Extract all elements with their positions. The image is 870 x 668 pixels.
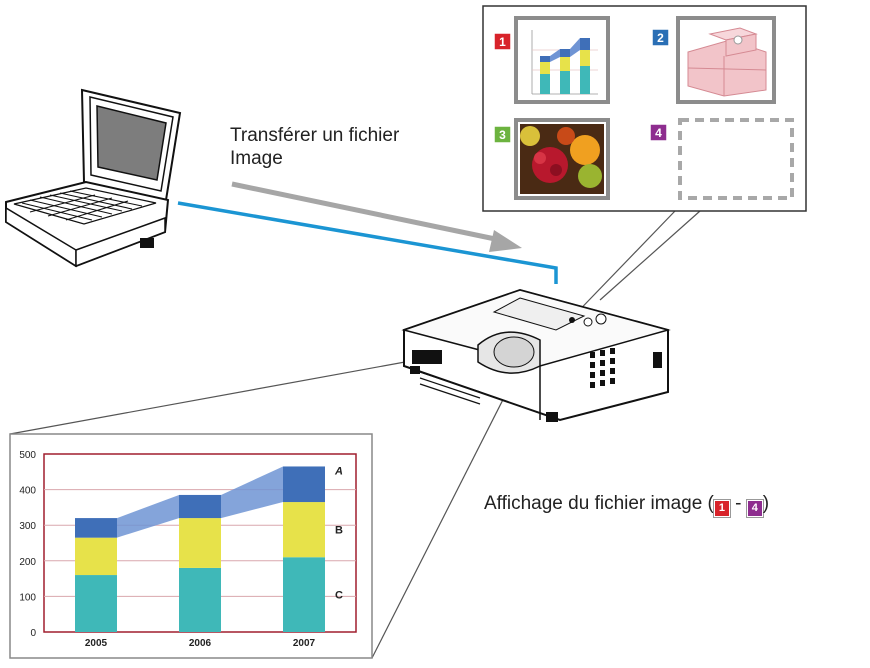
transfer-label-line1: Transférer un fichier [230, 125, 400, 146]
bar-B-2006 [179, 518, 221, 568]
projected-screen: 1 2 3 4 [482, 5, 807, 212]
bar-B-2005 [75, 537, 117, 576]
y-tick-label: 200 [19, 557, 36, 568]
display-label-separator: - [729, 493, 747, 514]
svg-text:4: 4 [655, 126, 662, 140]
bar-A-2006 [179, 494, 221, 519]
slot-3-fruit-photo-thumbnail [520, 124, 604, 194]
bar-C-2005 [75, 575, 117, 632]
bar-A-2007 [283, 466, 325, 503]
chart-series-labels: C B A [334, 465, 343, 601]
series-label-A: A [334, 465, 343, 477]
bar-C-2006 [179, 567, 221, 632]
slot-1-chart-thumbnail [531, 30, 598, 95]
transfer-arrow [231, 181, 522, 252]
transfer-label: Transférer un fichier Image [230, 124, 399, 170]
chart-callout-line [371, 369, 519, 659]
chart-y-ticks: 0 100 200 300 400 500 [19, 450, 36, 639]
laptop [5, 88, 182, 268]
chart-bars [75, 466, 325, 632]
display-badge-last: 4 [746, 500, 763, 517]
display-label: Affichage du fichier image (1 - 4) [484, 492, 769, 517]
x-tick-label: 2006 [189, 638, 212, 649]
chart-x-labels: 2005 2006 2007 [85, 638, 316, 649]
y-tick-label: 400 [19, 486, 36, 497]
slot-3-badge: 3 [493, 125, 512, 144]
series-label-B: B [335, 525, 343, 537]
slot-1-badge: 1 [493, 32, 512, 51]
chart-series-bridges [117, 466, 283, 538]
bar-C-2007 [283, 557, 325, 632]
slot-4-badge: 4 [649, 123, 668, 142]
screen-callout-line [564, 210, 676, 326]
chart-callout-line [9, 361, 406, 435]
screen-callout-line [599, 210, 701, 301]
slot-2-building-thumbnail [687, 27, 767, 97]
x-tick-label: 2005 [85, 638, 108, 649]
transfer-label-line2: Image [230, 148, 283, 169]
bar-B-2007 [283, 502, 325, 558]
bar-A-2005 [75, 518, 117, 538]
y-tick-label: 100 [19, 592, 36, 603]
projector [401, 288, 671, 422]
series-bridge [117, 494, 179, 538]
series-label-C: C [335, 590, 343, 602]
slot-4-empty-frame [678, 118, 794, 200]
display-label-prefix: Affichage du fichier image ( [484, 493, 714, 514]
y-tick-label: 300 [19, 521, 36, 532]
y-tick-label: 0 [30, 628, 36, 639]
y-tick-label: 500 [19, 450, 36, 461]
display-label-suffix: ) [762, 493, 770, 514]
display-badge-first: 1 [713, 500, 730, 517]
svg-text:2: 2 [657, 31, 664, 45]
series-bridge [221, 466, 283, 519]
svg-text:3: 3 [499, 128, 506, 142]
network-cable [177, 201, 558, 284]
x-tick-label: 2007 [293, 638, 316, 649]
svg-text:1: 1 [499, 35, 506, 49]
slot-2-badge: 2 [651, 28, 670, 47]
